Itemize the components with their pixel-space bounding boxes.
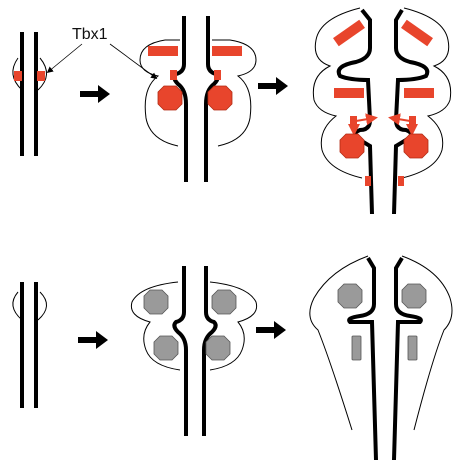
tbx1-bar-left [333,20,365,47]
tbx1-domain-right [37,71,45,81]
tbx1-bar-mid-right [404,88,434,98]
tbx1-base-left [365,176,371,186]
tbx1-octagon-right [404,134,428,158]
gray-octagon-left [338,284,362,308]
tbx1-notch-right [214,70,221,80]
tbx1-notch-left [170,70,177,80]
gray-octagon-upper-right [212,290,236,314]
tbx1-bar-right [401,20,433,47]
tbx1-bar-right [212,46,242,56]
top-stage-2 [140,16,256,182]
gray-octagon-lower-right [206,336,230,360]
gray-bar-left [352,336,361,360]
stage1-outline [13,292,47,320]
tbx1-octagon-left [158,86,182,110]
arrow-bottom-2 [256,321,286,339]
bottom-stage-2 [131,266,256,436]
tbx1-octagon-right [208,86,232,110]
arrow-top-1 [80,85,110,103]
tbx1-base-right [398,176,404,186]
arrow-top-2 [258,77,288,95]
gray-octagon-right [402,284,426,308]
tbx1-octagon-left [340,134,364,158]
arrow-bottom-1 [78,331,108,349]
top-stage-3 [313,8,450,214]
top-stage-1 [13,32,47,156]
gray-octagon-upper-left [144,290,168,314]
tbx1-bar-left [148,46,178,56]
bottom-stage-1 [13,282,47,408]
bottom-stage-3 [310,256,452,460]
label-pointer-1 [48,44,82,72]
gray-octagon-lower-left [154,336,178,360]
gray-bar-right [408,336,417,360]
tbx1-bar-mid-left [334,88,364,98]
tbx1-domain-left [14,71,22,81]
